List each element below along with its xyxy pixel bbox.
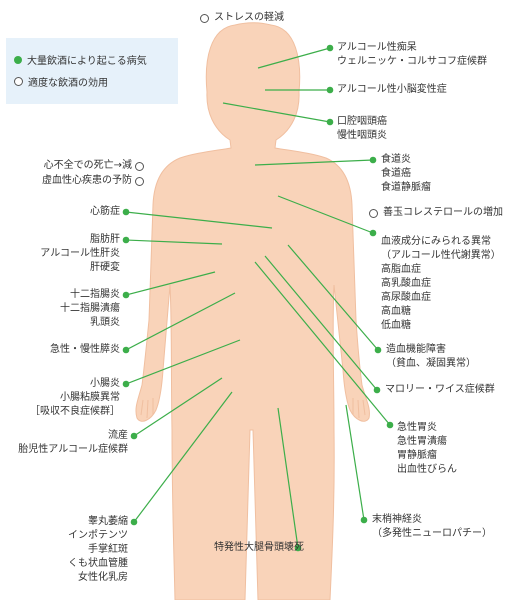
label-esophagus-3: 食道静脈瘤: [381, 182, 431, 193]
label-hematopoietic-2: （貧血、凝固異常）: [386, 358, 476, 369]
label-intestine: 小腸炎 小腸粘膜異常 ［吸収不良症候群］: [30, 377, 120, 419]
open-circle-icon: [369, 208, 378, 218]
mid-benefit-text: 善玉コレステロールの増加: [383, 207, 503, 218]
label-blood-3: 高脂血症: [381, 264, 421, 275]
label-fetal-2: 胎児性アルコール症候群: [18, 444, 128, 455]
label-testis-4: くも状血管腫: [68, 558, 128, 569]
label-duodenum-3: 乳頭炎: [90, 317, 120, 328]
open-circle-icon: [200, 13, 209, 23]
label-blood-1: 血液成分にみられる異常: [381, 236, 491, 247]
mid-benefit: 善玉コレステロールの増加: [369, 206, 503, 221]
leader-lines: [125, 47, 391, 549]
label-femoral-head-text: 特発性大腿骨頭壊死: [214, 542, 304, 553]
label-brain-1: アルコール性痴呆: [337, 42, 417, 53]
label-fetal: 流産 胎児性アルコール症候群: [18, 429, 128, 457]
label-esophagus: 食道炎 食道癌 食道静脈瘤: [381, 153, 431, 195]
label-femoral-head: 特発性大腿骨頭壊死: [214, 541, 304, 555]
label-testis-2: インポテンツ: [68, 530, 128, 541]
label-blood-6: 高血糖: [381, 306, 411, 317]
label-mallory: マロリー・ワイス症候群: [385, 383, 495, 397]
label-pancreas-text: 急性・慢性膵炎: [50, 344, 120, 355]
label-mouth-2: 慢性咽頭炎: [337, 130, 387, 141]
label-nerve-2: （多発性ニューロパチー）: [372, 528, 492, 539]
label-hematopoietic-1: 造血機能障害: [386, 344, 446, 355]
label-stomach: 急性胃炎 急性胃潰瘍 胃静脈瘤 出血性びらん: [397, 421, 457, 477]
label-cerebellum-text: アルコール性小脳変性症: [337, 84, 447, 95]
label-intestine-1: 小腸炎: [90, 378, 120, 389]
body-silhouette: [135, 22, 370, 600]
label-fetal-1: 流産: [108, 430, 128, 441]
legend-benefit-label: 適度な飲酒の効用: [28, 78, 108, 89]
label-testis-3: 手掌紅斑: [88, 544, 128, 555]
label-mouth: 口腔咽頭癌 慢性咽頭炎: [337, 115, 387, 143]
legend-disease-label: 大量飲酒により起こる病気: [27, 56, 147, 67]
label-blood-2: （アルコール性代謝異常）: [381, 250, 501, 261]
label-testis-5: 女性化乳房: [78, 572, 128, 583]
green-dot-icon: [14, 55, 22, 64]
legend-box: 大量飲酒により起こる病気 適度な飲酒の効用: [6, 38, 178, 104]
label-pancreas: 急性・慢性膵炎: [50, 343, 120, 357]
leader-dots: [122, 44, 394, 552]
label-mouth-1: 口腔咽頭癌: [337, 116, 387, 127]
label-brain-2: ウェルニッケ・コルサコフ症候群: [337, 56, 487, 67]
label-cerebellum: アルコール性小脳変性症: [337, 83, 447, 97]
label-blood-4: 高乳酸血症: [381, 278, 431, 289]
legend-benefit: 適度な飲酒の効用: [14, 74, 108, 89]
top-benefit-text: ストレスの軽減: [214, 12, 284, 23]
label-stomach-4: 出血性びらん: [397, 464, 457, 475]
label-intestine-2: 小腸粘膜異常: [60, 392, 120, 403]
benefit-ischemic: 虚血性心疾患の予防: [42, 175, 132, 186]
left-benefits: 心不全での死亡→減 虚血性心疾患の予防: [42, 159, 144, 189]
label-blood-5: 高尿酸血症: [381, 292, 431, 303]
top-benefit: ストレスの軽減: [200, 11, 284, 26]
label-cardio: 心筋症: [90, 205, 120, 219]
open-circle-icon: [135, 161, 144, 171]
label-testis-1: 睾丸萎縮: [88, 516, 128, 527]
label-nerve: 末梢神経炎 （多発性ニューロパチー）: [372, 513, 492, 541]
label-liver-2: アルコール性肝炎: [40, 248, 120, 259]
label-cardio-text: 心筋症: [90, 206, 120, 217]
label-duodenum: 十二指腸炎 十二指腸潰瘍 乳頭炎: [60, 288, 120, 330]
label-stomach-2: 急性胃潰瘍: [397, 436, 447, 447]
label-liver-1: 脂肪肝: [90, 234, 120, 245]
benefit-heart-failure: 心不全での死亡→減: [43, 160, 132, 171]
label-duodenum-1: 十二指腸炎: [70, 289, 120, 300]
label-hematopoietic: 造血機能障害 （貧血、凝固異常）: [386, 343, 476, 371]
label-liver: 脂肪肝 アルコール性肝炎 肝硬変: [40, 233, 120, 275]
open-circle-icon: [14, 77, 23, 86]
label-blood: 血液成分にみられる異常 （アルコール性代謝異常） 高脂血症 高乳酸血症 高尿酸血…: [381, 235, 501, 333]
label-liver-3: 肝硬変: [90, 262, 120, 273]
label-esophagus-2: 食道癌: [381, 168, 411, 179]
label-mallory-text: マロリー・ワイス症候群: [385, 384, 495, 395]
label-esophagus-1: 食道炎: [381, 154, 411, 165]
hand-details: [140, 398, 366, 419]
label-testis: 睾丸萎縮 インポテンツ 手掌紅斑 くも状血管腫 女性化乳房: [68, 515, 128, 585]
label-nerve-1: 末梢神経炎: [372, 514, 422, 525]
label-stomach-3: 胃静脈瘤: [397, 450, 437, 461]
label-blood-7: 低血糖: [381, 320, 411, 331]
label-stomach-1: 急性胃炎: [397, 422, 437, 433]
label-brain: アルコール性痴呆 ウェルニッケ・コルサコフ症候群: [337, 41, 487, 69]
label-duodenum-2: 十二指腸潰瘍: [60, 303, 120, 314]
label-intestine-3: ［吸収不良症候群］: [30, 406, 120, 417]
open-circle-icon: [135, 176, 144, 186]
legend-disease: 大量飲酒により起こる病気: [14, 52, 147, 67]
